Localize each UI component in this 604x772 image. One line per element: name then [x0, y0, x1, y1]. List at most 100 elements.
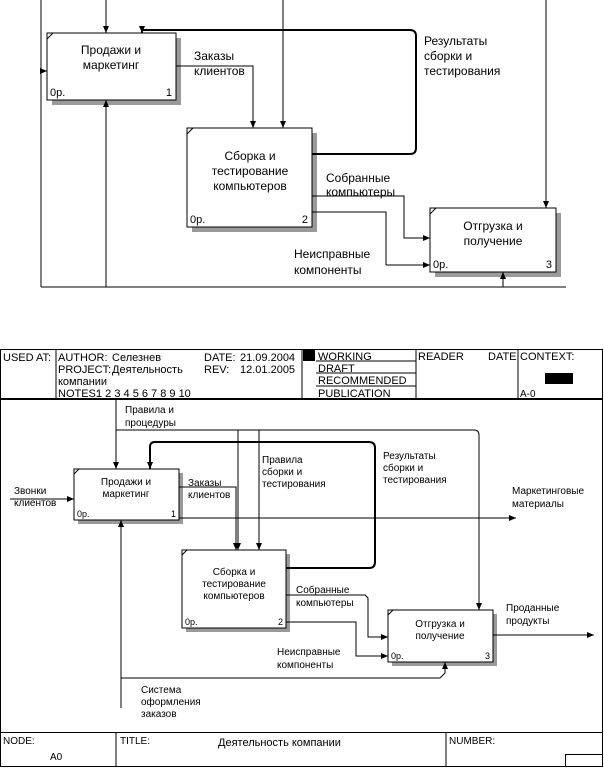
bottom-label-results-3: тестирования [383, 475, 447, 486]
context-node: A-0 [520, 389, 536, 400]
bottom-box-shipping[interactable]: Отгрузка и получение 0р. 3 [387, 609, 497, 666]
bottom-label-defective-1: Неисправные [277, 647, 341, 658]
bottom-box-assembly-title-1: Сборка и [213, 566, 256, 578]
bottom-arrow-feedback [147, 441, 376, 569]
top-box-shipping-title-2: получение [464, 234, 523, 248]
bottom-label-results-1: Результаты [383, 451, 436, 462]
diagram-title: Деятельность компании [218, 737, 341, 749]
reader-label: READER [418, 351, 464, 363]
top-arrow-assembled [312, 195, 430, 241]
notes-label: NOTES: [58, 388, 99, 400]
bottom-box-assembly-num: 2 [278, 617, 283, 627]
context-label: CONTEXT: [520, 351, 574, 363]
form-footer: NODE: A0 TITLE: Деятельность компании NU… [0, 732, 603, 767]
bottom-label-asm-rules-1: Правила [262, 455, 303, 466]
project-value-cont: компании [58, 376, 107, 388]
bottom-box-shipping-title-1: Отгрузка и [415, 619, 465, 630]
bottom-arrow-defective [286, 621, 388, 659]
top-box-shipping[interactable]: Отгрузка и получение 0р. 3 [429, 207, 561, 277]
notes-value: 1 2 3 4 5 6 7 8 9 10 [96, 388, 191, 400]
bottom-label-defective-2: компоненты [277, 660, 333, 671]
bottom-arrow-orders [179, 486, 239, 550]
top-box-assembly-cost: 0р. [190, 214, 205, 226]
form-header: USED AT: AUTHOR: Селезнев DATE: 21.09.20… [0, 349, 603, 400]
title-label: TITLE: [120, 736, 150, 747]
bottom-box-assembly-title-3: компьютеров [203, 591, 264, 602]
bottom-label-assembled-1: Собранные [296, 584, 350, 596]
top-box-sales-title-1: Продажи и [81, 43, 141, 57]
project-value: Деятельность [112, 364, 183, 376]
bottom-arrow-assembled [286, 594, 388, 640]
bottom-label-rules-2: процедуры [125, 418, 176, 429]
top-box-sales-num: 1 [166, 87, 172, 99]
bottom-box-sales-cost: 0р. [77, 509, 90, 519]
top-label-results-3: тестирования [424, 64, 500, 78]
top-arrow-defective-src [312, 211, 387, 265]
top-arrow-orders [176, 65, 256, 128]
author-value: Селезнев [112, 352, 161, 364]
date2-label: DATE [488, 351, 517, 363]
bottom-label-marketing-1: Маркетинговые [512, 486, 584, 497]
rev-label: REV: [204, 364, 229, 376]
status-draft: DRAFT [318, 363, 355, 375]
bottom-box-shipping-num: 3 [485, 651, 490, 661]
status-working: WORKING [318, 351, 372, 363]
idef0-form: USED AT: AUTHOR: Селезнев DATE: 21.09.20… [0, 349, 603, 767]
top-label-orders-1: Заказы [194, 49, 234, 63]
number-label: NUMBER: [449, 736, 495, 747]
bottom-box-assembly-title-2: тестирование [202, 579, 266, 590]
form-body [0, 399, 603, 733]
date-value: 21.09.2004 [240, 352, 295, 364]
top-box-sales-title-2: маркетинг [83, 58, 140, 72]
bottom-box-assembly[interactable]: Сборка и тестирование компьютеров 0р. 2 [181, 549, 290, 632]
top-box-shipping-title-1: Отгрузка и [463, 219, 522, 233]
node-label: NODE: [3, 736, 35, 747]
bottom-label-results-2: сборки и [383, 462, 423, 474]
bottom-label-system-3: заказов [141, 709, 177, 720]
top-label-defective-2: компоненты [294, 263, 362, 277]
bottom-label-asm-rules-3: тестирования [262, 479, 326, 490]
bottom-label-system-1: Система [141, 685, 182, 696]
bottom-box-sales[interactable]: Продажи и маркетинг 0р. 1 [73, 468, 183, 524]
rev-value: 12.01.2005 [240, 364, 295, 376]
bottom-label-sold-1: Проданные [506, 603, 560, 614]
top-diagram: Продажи и маркетинг 0р. 1 Сборка и тести… [40, 0, 566, 288]
top-label-results-1: Результаты [424, 34, 487, 48]
top-label-orders-2: клиентов [194, 64, 245, 78]
bottom-box-shipping-title-2: получение [415, 631, 464, 642]
bottom-label-assembled-2: компьютеры [296, 598, 354, 609]
top-box-shipping-num: 3 [546, 259, 552, 271]
bottom-label-system-2: оформления [141, 696, 201, 708]
top-label-results-2: сборки и [424, 49, 472, 63]
date-label: DATE: [204, 352, 236, 364]
bottom-box-sales-title-1: Продажи и [101, 477, 151, 488]
bottom-arrow-rules-to-3 [116, 429, 482, 610]
bottom-label-orders-2: клиентов [188, 490, 230, 501]
bottom-box-shipping-cost: 0р. [391, 651, 404, 661]
top-box-assembly-title-1: Сборка и [224, 149, 275, 163]
bottom-label-orders-1: Заказы [188, 478, 221, 489]
bottom-box-assembly-cost: 0р. [185, 617, 198, 627]
top-box-assembly-title-3: компьютеров [213, 179, 287, 193]
top-box-assembly-num: 2 [302, 214, 308, 226]
bottom-label-sold-2: продукты [506, 616, 549, 627]
top-box-assembly-title-2: тестирование [212, 164, 289, 178]
top-box-assembly[interactable]: Сборка и тестирование компьютеров 0р. 2 [186, 127, 317, 232]
used-at-label: USED AT: [3, 352, 51, 364]
bottom-label-rules-1: Правила и [125, 405, 174, 416]
bottom-label-marketing-2: материалы [512, 499, 564, 510]
bottom-arrow-system-3 [121, 662, 448, 679]
project-label: PROJECT: [58, 364, 111, 376]
bottom-label-calls-1: Звонки [14, 486, 46, 497]
bottom-label-asm-rules-2: сборки и [262, 466, 302, 478]
bottom-box-sales-title-2: маркетинг [102, 489, 149, 500]
top-box-sales[interactable]: Продажи и маркетинг 0р. 1 [46, 32, 181, 105]
bottom-label-calls-2: клиентов [14, 498, 56, 509]
top-label-assembled-2: компьютеры [326, 185, 395, 199]
top-label-defective-1: Неисправные [294, 247, 371, 261]
status-recommended: RECOMMENDED [318, 375, 407, 387]
node-value: A0 [50, 752, 63, 763]
bottom-box-sales-num: 1 [171, 509, 176, 519]
top-label-assembled-1: Собранные [326, 171, 390, 185]
